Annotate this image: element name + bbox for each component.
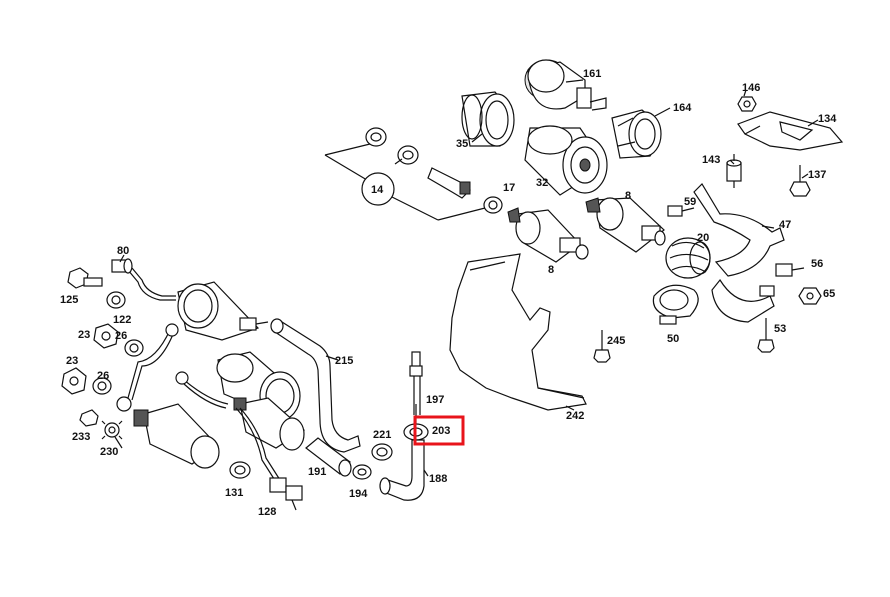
label-17: 17	[503, 182, 515, 194]
part-59-screw	[667, 205, 695, 217]
part-131-clamp	[229, 461, 251, 479]
part-161-fuel-accumulator	[524, 59, 607, 111]
part-143-rubber-mount	[726, 154, 742, 188]
part-215-hose	[270, 318, 361, 453]
part-128-connector	[269, 477, 303, 511]
label-233: 233	[72, 431, 90, 443]
part-191-hose	[305, 437, 352, 477]
part-47-clamp	[693, 183, 785, 323]
part-164-sleeve	[611, 109, 662, 159]
part-65-nut	[798, 287, 822, 305]
part-80-banjo	[111, 258, 133, 274]
label-26-lower: 26	[97, 370, 109, 382]
part-35-rubber-sleeve	[461, 91, 515, 147]
label-32: 32	[536, 177, 548, 189]
label-20: 20	[697, 232, 709, 244]
label-143: 143	[702, 154, 720, 166]
label-197: 197	[426, 394, 444, 406]
callout-labels: 161 164 35 32 14 17 8 8 59 20 146 134 14…	[60, 68, 837, 518]
part-242-shield	[449, 253, 587, 411]
part-245-screw	[593, 330, 611, 363]
part-230-lock-washer	[101, 420, 123, 440]
label-56: 56	[811, 258, 823, 270]
label-221: 221	[373, 429, 391, 441]
highlight-box-203	[413, 415, 465, 446]
part-56-screw	[775, 263, 805, 277]
part-50-clamp	[652, 284, 699, 325]
label-215: 215	[335, 355, 353, 367]
label-53: 53	[774, 323, 786, 335]
part-14-banjo-bolt-group	[324, 127, 503, 221]
label-134: 134	[818, 113, 837, 125]
part-32-fuel-filter	[524, 125, 608, 196]
part-197-fuel-line	[409, 351, 423, 415]
label-26-upper: 26	[115, 330, 127, 342]
part-146-nut	[737, 96, 757, 112]
label-80: 80	[117, 245, 129, 257]
part-pre-pump-upper	[177, 281, 269, 341]
label-125: 125	[60, 294, 78, 306]
part-53-screw	[757, 318, 775, 353]
label-47: 47	[779, 219, 791, 231]
label-122: 122	[113, 314, 131, 326]
part-125-bolt	[67, 267, 103, 289]
label-194: 194	[349, 488, 368, 500]
part-in-tank-pump	[133, 403, 220, 469]
part-23-nut-lower	[61, 367, 87, 395]
part-fuel-lines-left	[116, 267, 281, 483]
part-137-screw	[789, 165, 811, 197]
label-161: 161	[583, 68, 601, 80]
part-26-washer-upper	[124, 339, 144, 357]
label-35: 35	[456, 138, 468, 150]
label-65: 65	[823, 288, 835, 300]
part-188-hose	[379, 439, 425, 501]
label-245: 245	[607, 335, 625, 347]
label-50: 50	[667, 333, 679, 345]
label-137: 137	[808, 169, 826, 181]
part-8-fuel-pump-left	[507, 207, 589, 263]
label-164: 164	[673, 102, 692, 114]
label-131: 131	[225, 487, 243, 499]
label-203: 203	[432, 425, 450, 437]
part-194-clamp	[352, 464, 372, 480]
part-233-nut	[79, 409, 99, 427]
part-23-nut-upper	[93, 323, 119, 349]
label-242: 242	[566, 410, 584, 422]
part-122-washer	[106, 291, 126, 309]
part-26-washer-lower	[92, 377, 112, 395]
label-230: 230	[100, 446, 118, 458]
label-23-lower: 23	[66, 355, 78, 367]
label-23-upper: 23	[78, 329, 90, 341]
part-221-clamp	[371, 443, 393, 461]
label-188: 188	[429, 473, 447, 485]
label-14: 14	[371, 184, 384, 196]
label-191: 191	[308, 466, 326, 478]
part-134-bracket	[737, 111, 844, 151]
part-pre-pump-lower	[233, 397, 305, 451]
label-128: 128	[258, 506, 276, 518]
part-20-rubber-ring	[665, 237, 711, 279]
part-8-fuel-pump-right	[585, 197, 666, 253]
label-59: 59	[684, 196, 696, 208]
label-146: 146	[742, 82, 760, 94]
label-8-left: 8	[548, 264, 554, 276]
label-8-right: 8	[625, 190, 631, 202]
